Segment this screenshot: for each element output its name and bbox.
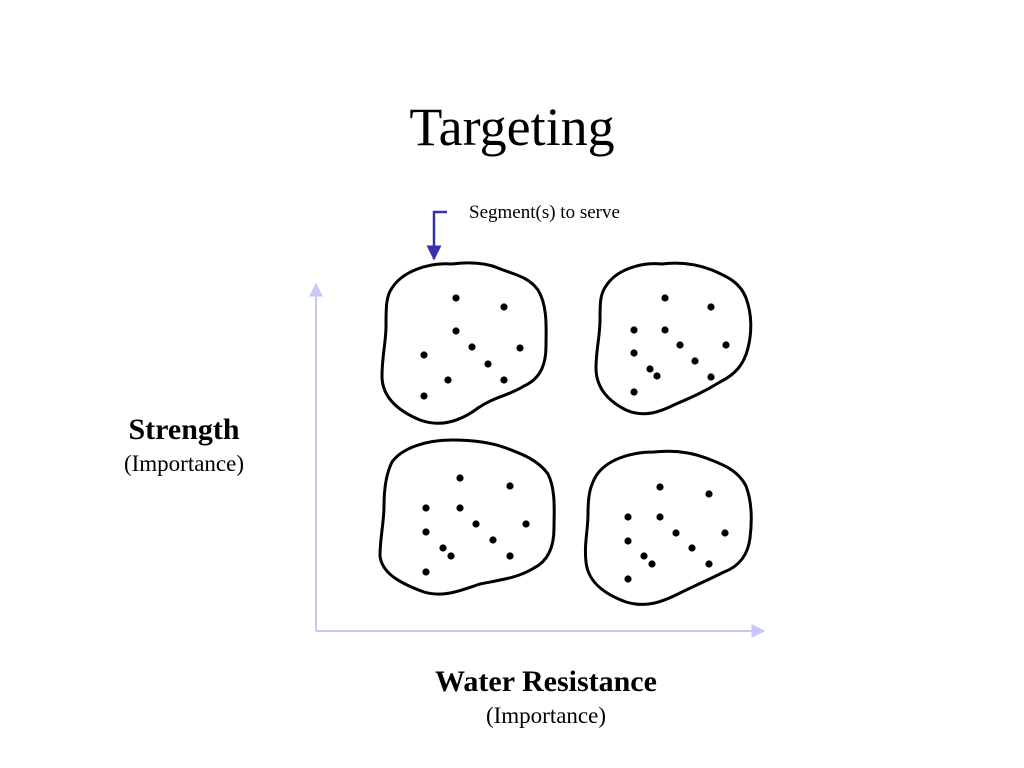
segment-top-left: [380, 261, 548, 425]
dot: [484, 360, 492, 368]
dot: [452, 327, 460, 335]
dot: [422, 504, 430, 512]
dot: [676, 341, 684, 349]
dot: [444, 376, 452, 384]
dot: [420, 351, 428, 359]
y-axis-label: Strength (Importance): [84, 412, 284, 478]
dot: [656, 513, 664, 521]
dot: [707, 303, 715, 311]
dot: [640, 552, 648, 560]
dot: [707, 373, 715, 381]
dot: [422, 528, 430, 536]
dot: [500, 376, 508, 384]
dot: [722, 341, 730, 349]
x-axis-title: Water Resistance: [435, 665, 657, 698]
dot: [420, 392, 428, 400]
segment-outline: [378, 438, 556, 596]
dot: [422, 568, 430, 576]
dot: [500, 303, 508, 311]
dot: [661, 294, 669, 302]
dot: [705, 490, 713, 498]
dot: [661, 326, 669, 334]
callout-label: Segment(s) to serve: [469, 202, 620, 223]
dot: [506, 482, 514, 490]
y-axis-subtitle: (Importance): [123, 451, 245, 476]
dot: [721, 529, 729, 537]
dot: [653, 372, 661, 380]
x-axis-label: Water Resistance (Importance): [396, 664, 696, 730]
dot: [624, 575, 632, 583]
segment-top-right: [594, 261, 753, 416]
dot: [452, 294, 460, 302]
slide-title: Targeting: [409, 97, 615, 157]
dot: [489, 536, 497, 544]
callout-arrow: [426, 210, 447, 261]
dot: [456, 474, 464, 482]
dot: [656, 483, 664, 491]
dot: [672, 529, 680, 537]
dot: [624, 537, 632, 545]
x-axis-subtitle: (Importance): [485, 703, 607, 728]
segment-bottom-left: [378, 438, 556, 596]
segment-outline: [380, 261, 548, 425]
dot: [439, 544, 447, 552]
dot: [522, 520, 530, 528]
segment-outline: [583, 449, 753, 606]
dot: [646, 365, 654, 373]
segment-outline: [594, 261, 753, 416]
dot: [630, 326, 638, 334]
dot: [472, 520, 480, 528]
dot: [516, 344, 524, 352]
dot: [705, 560, 713, 568]
dot: [506, 552, 514, 560]
dot: [688, 544, 696, 552]
segment-bottom-right: [583, 449, 753, 606]
y-axis-title: Strength: [128, 413, 240, 446]
dot: [630, 388, 638, 396]
dot: [447, 552, 455, 560]
dot: [456, 504, 464, 512]
dot: [691, 357, 699, 365]
dot: [624, 513, 632, 521]
dot: [630, 349, 638, 357]
dot: [468, 343, 476, 351]
dot: [648, 560, 656, 568]
